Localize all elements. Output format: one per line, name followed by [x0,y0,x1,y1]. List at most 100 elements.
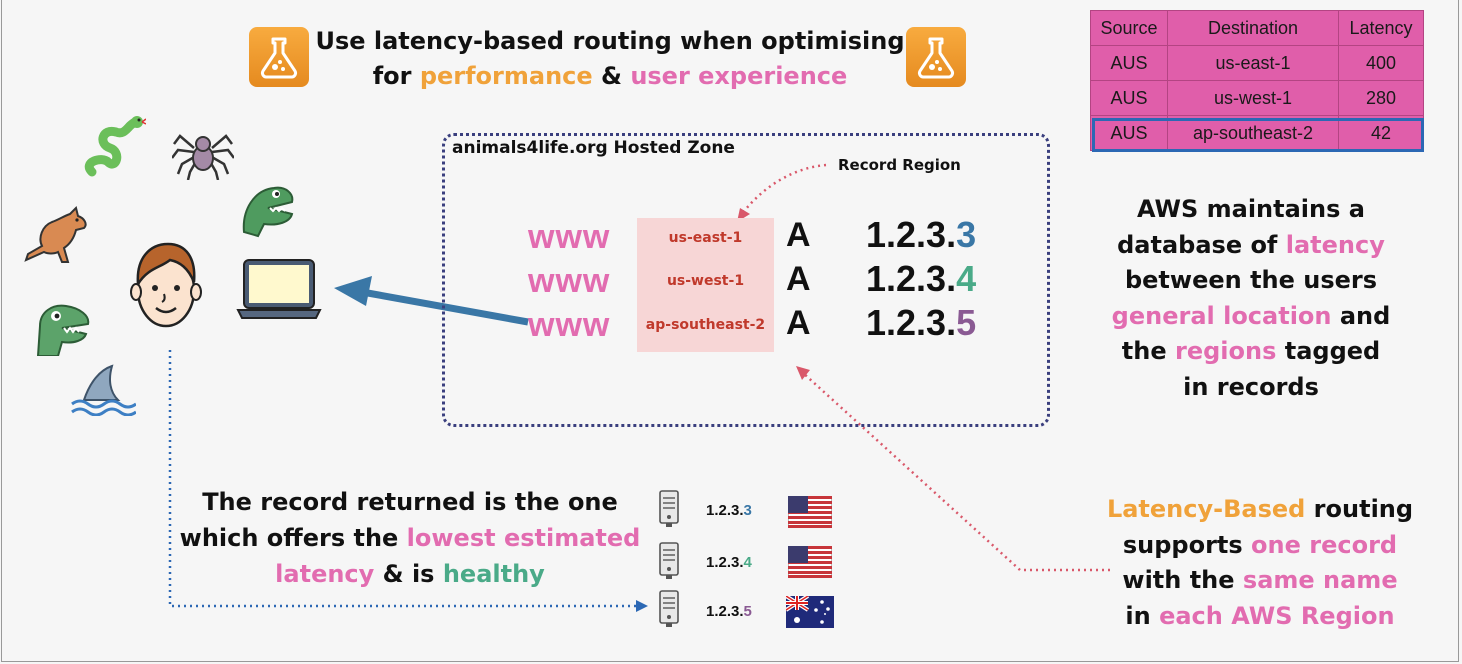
text-line: which offers the lowest estimated [170,520,650,556]
record-region-label: Record Region [838,156,961,174]
text-span: & is [374,560,443,588]
table-cell: AUS [1090,115,1168,151]
table-cell: ap-southeast-2 [1167,115,1339,151]
text-line: database of latency [1096,228,1406,264]
response-arrowhead [334,276,372,306]
column-header: Source [1090,10,1168,46]
text-span: one record [1251,530,1398,559]
record-type: A [786,216,811,254]
latency-table: Source Destination Latency AUS us-east-1… [1090,10,1424,151]
latency-based-routing-text: Latency-Based routing supports one recor… [1090,492,1430,634]
table-cell: AUS [1090,45,1168,81]
text-span: lowest estimated [406,524,641,552]
text-line: in each AWS Region [1090,599,1430,635]
table-header-row: Source Destination Latency [1090,10,1424,46]
text-span: and [1331,301,1391,330]
record-name: www [528,306,611,344]
text-line: between the users [1124,266,1378,294]
title-performance: performance [419,62,593,90]
page-title: Use latency-based routing when optimisin… [300,24,920,94]
dinosaur-icon [36,304,90,356]
record-ip: 1.2.3.4 [866,258,976,300]
ip-prefix: 1.2.3. [706,603,744,620]
ip-last-octet: 4 [743,554,752,571]
server-icon [659,490,679,527]
table-cell: us-west-1 [1167,80,1339,116]
spider-icon [172,134,234,180]
text-span: with the [1122,566,1243,594]
user-query-path [168,350,640,608]
server-ip: 1.2.3.3 [706,502,752,519]
server-ip: 1.2.3.4 [706,554,752,571]
text-line: The record returned is the one [202,488,618,516]
table-cell: 280 [1338,80,1424,116]
title-line-2: for performance & user experience [300,59,920,94]
title-text: for [372,62,420,90]
text-span: in [1125,601,1160,630]
table-row: AUS us-east-1 400 [1090,45,1424,81]
record-ip: 1.2.3.3 [866,214,976,256]
text-line: AWS maintains a [1137,195,1365,223]
snake-icon [84,116,146,177]
ip-prefix: 1.2.3. [866,258,957,299]
ip-last-octet: 3 [743,502,752,519]
user-query-arrowhead [636,600,648,612]
lowest-latency-highlight [1092,118,1424,152]
text-span: supports [1122,530,1252,559]
text-span: the [1121,337,1175,365]
us-flag-icon [788,546,832,578]
record-ip: 1.2.3.5 [866,302,976,344]
text-line: latency & is healthy [170,556,650,592]
text-line: Latency-Based routing [1090,492,1430,528]
laptop-icon [236,259,322,319]
record-region: us-east-1 [668,230,743,246]
text-span: healthy [442,560,545,588]
hosted-zone-box [442,133,1050,427]
ip-prefix: 1.2.3. [866,302,957,343]
text-span: routing [1305,495,1414,523]
text-span: latency [275,560,375,588]
table-row: AUS ap-southeast-2 42 [1090,115,1424,151]
text-span: latency [1285,230,1385,259]
ip-last-octet: 5 [956,302,977,343]
kangaroo-icon [24,206,87,263]
flask-icon [249,27,309,87]
text-line: general location and [1096,299,1406,335]
table-row: AUS us-west-1 280 [1090,80,1424,116]
server-icon [659,590,679,627]
column-header: Destination [1167,10,1339,46]
lbr-pointer [801,371,1110,572]
text-span: which offers the [179,524,407,552]
ip-last-octet: 3 [956,214,977,255]
record-region: us-west-1 [666,273,745,289]
record-returned-text: The record returned is the one which off… [170,484,650,592]
title-line-1: Use latency-based routing when optimisin… [315,27,905,55]
ip-last-octet: 5 [743,603,752,620]
text-span: database of [1117,230,1286,259]
user-face-icon [130,242,202,328]
record-region-pointer [741,163,827,215]
text-span: same name [1242,566,1398,594]
record-name: www [528,218,611,256]
hosted-zone-title: animals4life.org Hosted Zone [452,138,735,158]
server-icon [659,542,679,579]
lbr-arrowhead [796,366,810,380]
column-header: Latency [1338,10,1424,46]
crocodile-icon [242,186,294,238]
text-span: tagged [1276,337,1381,365]
text-line: supports one record [1090,528,1430,564]
text-line: with the same name [1090,563,1430,599]
shark-icon [71,364,136,416]
server-ip: 1.2.3.5 [706,603,752,620]
title-user-experience: user experience [630,62,848,90]
text-line: the regions tagged [1096,334,1406,370]
table-cell: 400 [1338,45,1424,81]
aws-database-text: AWS maintains a database of latency betw… [1096,192,1406,405]
text-span: general location [1111,301,1332,330]
text-span: each AWS Region [1159,601,1395,630]
flask-icon [906,27,966,87]
ip-last-octet: 4 [956,258,977,299]
record-type: A [786,260,811,298]
